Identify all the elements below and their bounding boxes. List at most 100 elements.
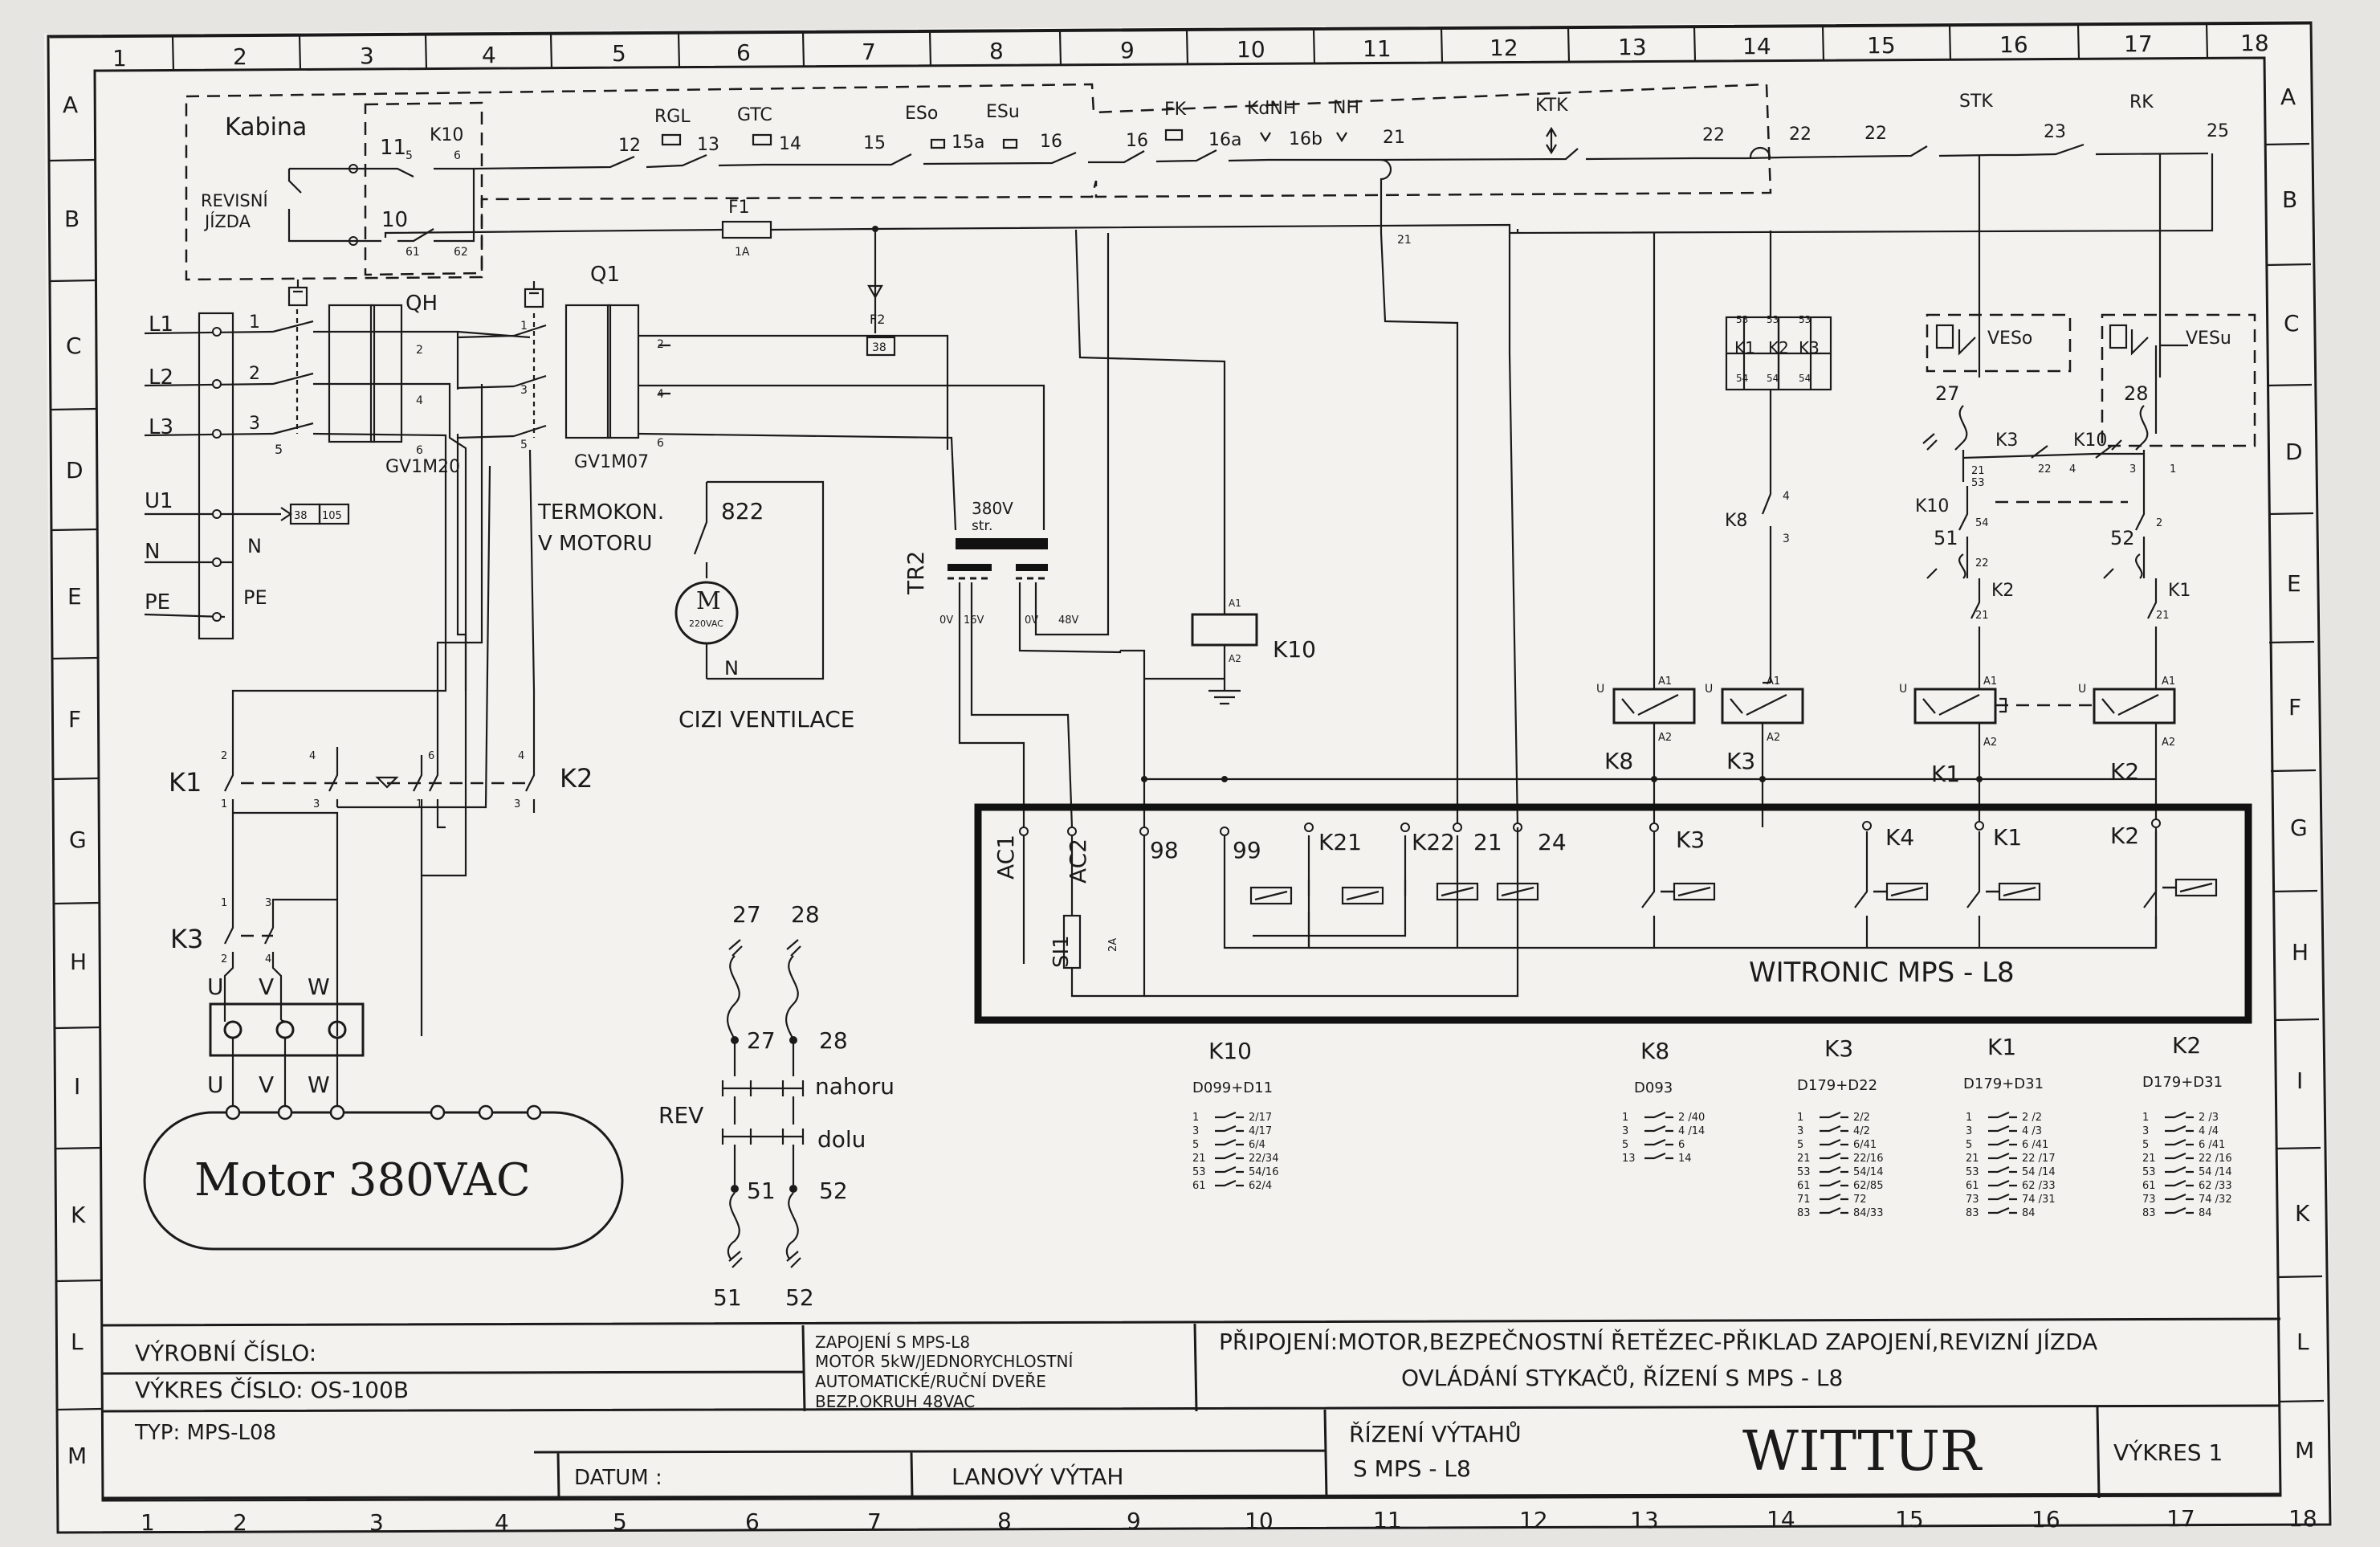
tap-48v: 48V [1058,614,1079,627]
k-num: 2 [221,750,227,762]
rev-bottom-51: 51 [713,1284,742,1311]
contact-symbol [1988,1165,2017,1174]
contact-ref: 2 /3 [2199,1112,2219,1124]
n-label: N [145,540,160,564]
contact-symbol [1988,1111,2017,1119]
node-10: 10 [381,208,408,232]
cabin-label: Kabina [225,113,307,141]
rev-top-28: 28 [791,901,820,928]
u1-label: U1 [145,489,173,513]
contact-terminal: 3 [1622,1125,1628,1137]
chain-node: 16 [1040,132,1062,152]
rizeni-1: ŘÍZENÍ VÝTAHŮ [1349,1420,1522,1447]
contact-terminal: 73 [2142,1194,2156,1206]
chain-node: 16a [1208,130,1241,150]
contact-ref: 6 /41 [2199,1139,2225,1151]
col-label: 9 [1127,1508,1141,1534]
contact-ref: 4 /4 [2199,1125,2219,1137]
col-label: 11 [1363,35,1392,62]
safety-k1: K1 [2168,581,2190,601]
contact-terminal: 21 [2142,1153,2156,1165]
gv2-label: GV1M07 [574,452,649,472]
col-label: 3 [369,1509,384,1536]
contact-terminal: 61 [1192,1180,1206,1192]
k-num: 6 [428,750,434,762]
contact-ref: 62 /33 [2199,1180,2232,1192]
switch-label: RK [2129,92,2154,112]
contact-terminal: 1 [2142,1112,2149,1124]
col-label: 2 [233,1509,247,1536]
contact-terminal: 5 [1966,1139,1972,1151]
k-top: 53 [1767,314,1779,325]
contact-ref: 6/4 [1249,1139,1265,1151]
contact-symbol [1988,1179,2017,1187]
chain-node: 16 [1126,131,1148,151]
contact-ref: 54 /14 [2199,1166,2232,1178]
contact-ref: 72 [1853,1194,1867,1206]
col-label: 1 [141,1509,155,1536]
k10-top-label: K10 [430,125,463,145]
out-num: 2 [416,344,423,357]
row-label: K [71,1202,86,1228]
fuse-f1-label: F1 [728,198,750,218]
mps-terminal: AC1 [992,835,1019,880]
contact-ref: 22/16 [1853,1153,1883,1165]
mps-fuse-label: SI1 [1049,935,1074,968]
motor-term-w: W [308,974,330,1000]
contact-symbol [1215,1125,1244,1133]
coil-u: U [1899,683,1907,696]
row-label: F [2288,694,2301,720]
safety-28: 28 [2124,382,2149,405]
motor-term-v: V [259,974,274,1000]
title-block: VÝROBNÍ ČÍSLO: VÝKRES ČÍSLO: OS-100B TYP… [102,1317,2281,1499]
motor-term-u: U [207,974,224,1000]
col-label: 15 [1895,1506,1924,1533]
contact-ref: 84 [2022,1207,2036,1219]
chain-node: 16b [1289,129,1322,149]
tr-primary-1: 380V [972,499,1013,518]
rev-section: 27 28 27 28 nahoru dolu REV 51 52 51 52 [658,901,895,1311]
chain-node: 25 [2207,121,2229,141]
table-type: D179+D31 [2142,1074,2223,1091]
mps-terminal: K2 [2110,822,2139,849]
contact-6: 6 [454,149,461,162]
contact-terminal: 53 [2142,1166,2156,1178]
contact-5: 5 [405,149,413,162]
k10b-label: K10 [1915,496,1949,516]
col-label: 8 [989,38,1004,64]
coil-a1: A1 [1767,676,1780,688]
table-name: K2 [2172,1032,2201,1059]
contact-ref: 2 /40 [1678,1112,1705,1124]
vykres-cislo: VÝKRES ČÍSLO: OS-100B [135,1376,409,1403]
table-type: D099+D11 [1192,1080,1273,1096]
col-label: 8 [997,1508,1012,1534]
safety-logic: 53 53 53 K1 K2 K3 54 54 54 4 3 K8 VESo V… [1141,229,2256,827]
col-label: 11 [1373,1507,1402,1533]
switch-label: FK [1164,100,1187,120]
contact-symbol [1215,1165,1244,1174]
rev-mid-27: 27 [747,1027,776,1054]
row-d: 21 [1971,465,1985,477]
f2-label: F2 [870,312,885,327]
k-num: 1 [221,798,227,810]
contact-symbol [1215,1111,1244,1119]
out-num: 6 [416,444,423,457]
safety-27: 27 [1935,382,1960,405]
mps-terminal: 21 [1473,829,1502,855]
chain-node: 21 [1397,234,1412,247]
contact-symbol [1215,1138,1244,1146]
row-label: H [70,949,87,975]
motor-term-w2: W [308,1071,330,1098]
switch-label: GTC [737,105,772,125]
row-d: 1 [2170,463,2176,476]
col-label: 13 [1630,1507,1659,1533]
contact-symbol [1988,1193,2017,1201]
contact-62: 62 [454,246,468,259]
col-label: 18 [2240,30,2269,56]
rev-low-51: 51 [747,1178,776,1204]
row-label: I [2296,1067,2303,1094]
tap-0v: 0V [939,614,953,627]
contact-symbol [1988,1152,2017,1160]
